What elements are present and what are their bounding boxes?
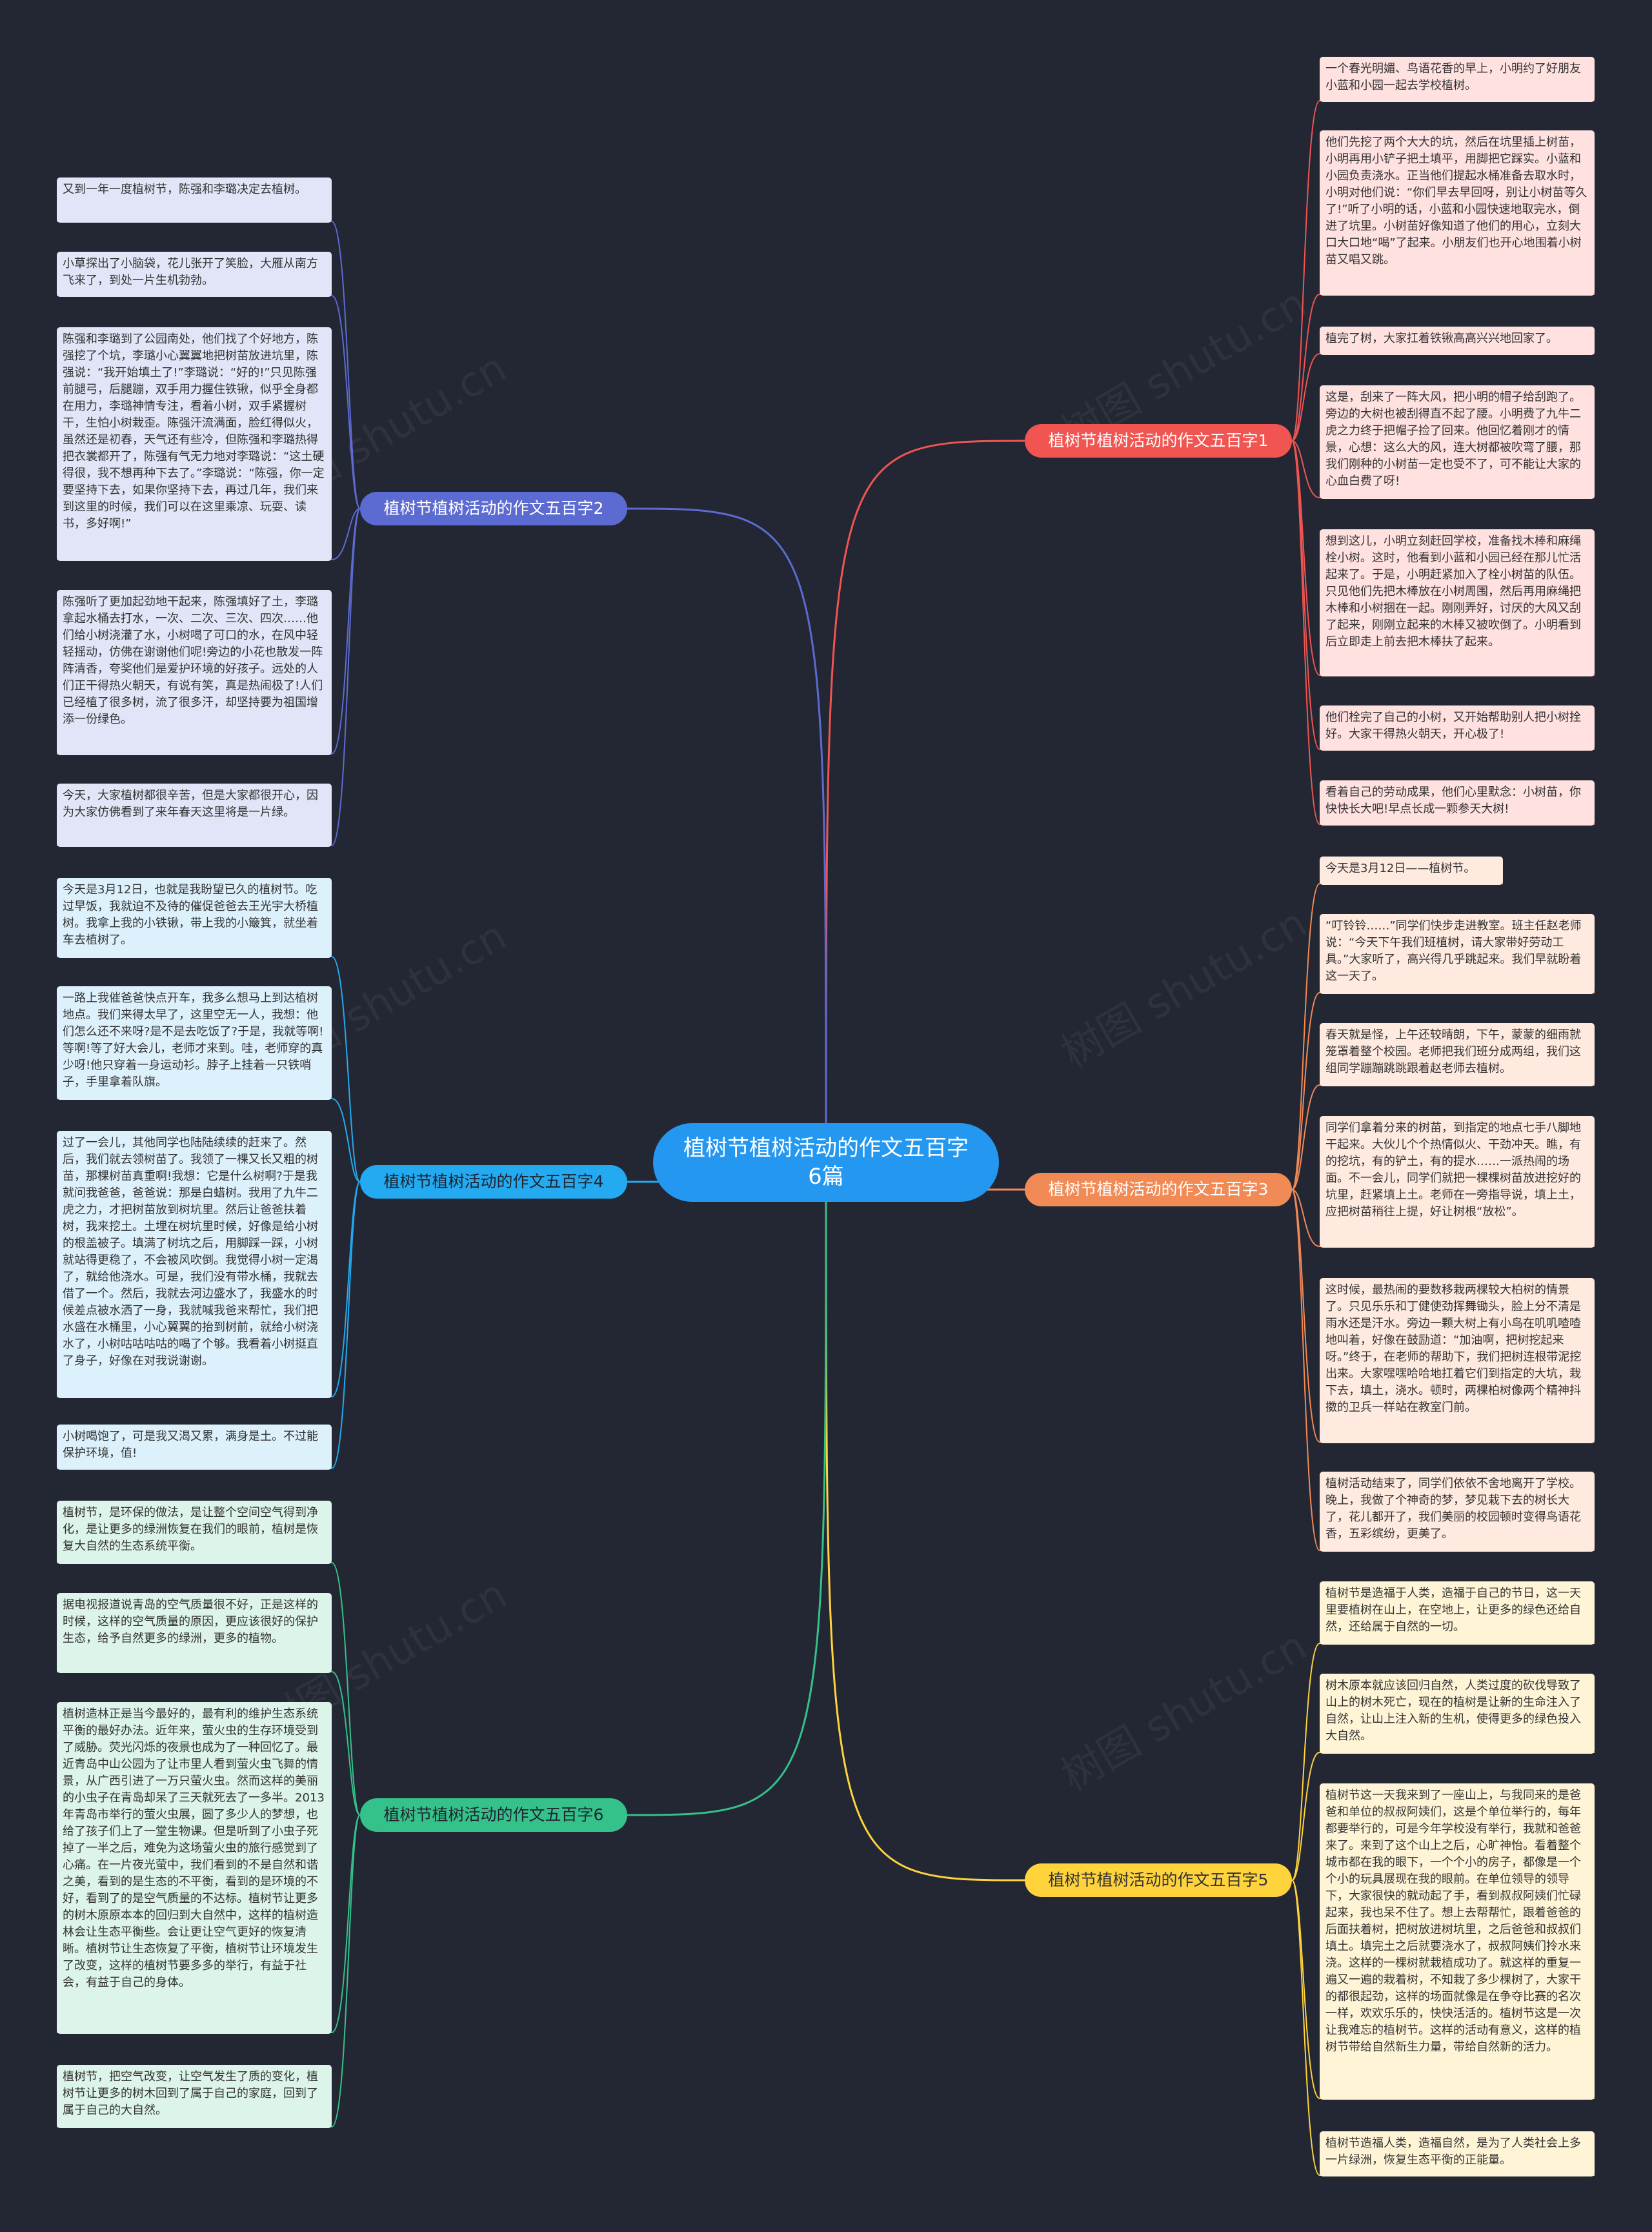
leaf-note: 一个春光明媚、鸟语花香的早上，小明约了好朋友小蓝和小园一起去学校植树。 [1320, 57, 1595, 102]
leaf-note: 他们先挖了两个大大的坑，然后在坑里插上树苗，小明再用小铲子把土填平，用脚把它踩实… [1320, 130, 1595, 296]
leaf-note: 陈强和李璐到了公园南处，他们找了个好地方，陈强挖了个坑，李璐小心翼翼地把树苗放进… [57, 327, 332, 561]
leaf-note: 植树节造福人类，造福自然，是为了人类社会上多一片绿洲，恢复生态平衡的正能量。 [1320, 2131, 1595, 2176]
connector-curve [57, 295, 361, 509]
connector-curve [1291, 1752, 1595, 1881]
connector-curve [57, 1814, 361, 2033]
connector-curve [1291, 440, 1595, 498]
connector-curve [1291, 353, 1595, 441]
branch-essay-4[interactable]: 植树节植树活动的作文五百字4 [360, 1165, 627, 1199]
connector-curve [1291, 100, 1595, 441]
leaf-note: 据电视报道说青岛的空气质量很不好，正是这样的时候，这样的空气质量的原因，更应该很… [57, 1593, 332, 1673]
connector-curve [1291, 294, 1595, 441]
leaf-note: 今天是3月12日，也就是我盼望已久的植树节。吃过早饭，我就迫不及待的催促爸爸去王… [57, 878, 332, 958]
branch-essay-2[interactable]: 植树节植树活动的作文五百字2 [360, 492, 627, 525]
leaf-note: 这时候，最热闹的要数移栽两棵较大柏树的情景了。只见乐乐和丁健使劲挥舞锄头，脸上分… [1320, 1278, 1595, 1443]
leaf-note: 一路上我催爸爸快点开车，我多么想马上到达植树地点。我们来得太早了，这里空无一人，… [57, 986, 332, 1100]
leaf-note: 小树喝饱了，可是我又渴又累，满身是土。不过能保护环境，值! [57, 1425, 332, 1470]
connector-curve [1291, 1189, 1595, 1247]
connector-curve [627, 1162, 827, 1816]
branch-essay-1[interactable]: 植树节植树活动的作文五百字1 [1025, 424, 1292, 458]
leaf-note: “叮铃铃……”同学们快步走进教室。班主任赵老师说：“今天下午我们班植树，请大家带… [1320, 914, 1595, 994]
leaf-note: 这是，刮来了一阵大风，把小明的帽子给刮跑了。旁边的大树也被刮得直不起了腰。小明费… [1320, 385, 1595, 499]
connector-curve [57, 221, 361, 509]
leaf-note: 今天是3月12日——植树节。 [1320, 857, 1503, 885]
leaf-note: 植树活动结束了，同学们依依不舍地离开了学校。晚上，我做了个神奇的梦，梦见栽下去的… [1320, 1472, 1595, 1552]
leaf-note: 植树节，是环保的做法，是让整个空间空气得到净化，是让更多的绿洲恢复在我们的眼前，… [57, 1501, 332, 1564]
leaf-note: 树木原本就应该回归自然，人类过度的砍伐导致了山上的树木死亡，现在的植树是让新的生… [1320, 1674, 1595, 1754]
leaf-note: 植树造林正是当今最好的，最有利的维护生态系统平衡的最好办法。近年来，萤火虫的生存… [57, 1702, 332, 2034]
connector-curve [1291, 1880, 1595, 2176]
leaf-note: 看着自己的劳动成果，他们心里默念：小树苗，你快快长大吧!早点长成一颗参天大树! [1320, 780, 1595, 826]
leaf-note: 又到一年一度植树节，陈强和李璐决定去植树。 [57, 178, 332, 223]
root-topic[interactable]: 植树节植树活动的作文五百字6篇 [653, 1123, 999, 1202]
branch-essay-3[interactable]: 植树节植树活动的作文五百字3 [1025, 1173, 1292, 1206]
branch-essay-5[interactable]: 植树节植树活动的作文五百字5 [1025, 1863, 1292, 1897]
connector-curve [1291, 883, 1503, 1190]
connector-curve [627, 507, 827, 1163]
connector-curve [57, 1181, 361, 1469]
connector-curve [57, 508, 361, 755]
connector-curve [57, 956, 361, 1182]
leaf-note: 植树节这一天我来到了一座山上，与我同来的是爸爸和单位的叔叔阿姨们，这是个单位举行… [1320, 1783, 1595, 2100]
connector-curve [1291, 440, 1595, 825]
leaf-note: 今天，大家植树都很辛苦，但是大家都很开心，因为大家仿佛看到了来年春天这里将是一片… [57, 784, 332, 847]
connector-curve [825, 440, 1025, 1163]
leaf-note: 植树节是造福于人类，造福于自己的节日，这一天里要植树在山上，在空地上，让更多的绿… [1320, 1581, 1595, 1645]
leaf-note: 春天就是怪，上午还较晴朗，下午，蒙蒙的细雨就笼罩着整个校园。老师把我们班分成两组… [1320, 1023, 1595, 1086]
connector-curve [57, 1671, 361, 1816]
connector-curve [825, 1162, 1025, 1882]
connector-curve [1291, 1643, 1595, 1881]
connector-curve [1291, 1084, 1595, 1190]
leaf-note: 植完了树，大家扛着铁锹高高兴兴地回家了。 [1320, 327, 1595, 355]
leaf-note: 想到这儿，小明立刻赶回学校，准备找木棒和麻绳栓小树。这时，他看到小蓝和小园已经在… [1320, 529, 1595, 676]
leaf-note: 小草探出了小脑袋，花儿张开了笑脸，大雁从南方飞来了，到处一片生机勃勃。 [57, 252, 332, 297]
branch-essay-6[interactable]: 植树节植树活动的作文五百字6 [360, 1798, 627, 1832]
connector-curve [57, 1098, 361, 1182]
connector-curve [1291, 1189, 1595, 1551]
connector-curve [57, 508, 361, 846]
connector-curve [1291, 1189, 1595, 1443]
leaf-note: 陈强听了更加起劲地干起来，陈强填好了土，李璐拿起水桶去打水，一次、二次、三次、四… [57, 590, 332, 755]
connector-curve [57, 1562, 361, 1816]
leaf-note: 过了一会儿，其他同学也陆陆续续的赶来了。然后，我们就去领树苗了。我领了一棵又长又… [57, 1131, 332, 1398]
connector-curve [57, 508, 361, 560]
leaf-note: 植树节，把空气改变，让空气发生了质的变化，植树节让更多的树木回到了属于自己的家庭… [57, 2065, 332, 2128]
connector-curve [1291, 992, 1595, 1190]
leaf-note: 同学们拿着分来的树苗，到指定的地点七手八脚地干起来。大伙儿个个热情似火、干劲冲天… [1320, 1116, 1595, 1248]
leaf-note: 他们栓完了自己的小树，又开始帮助别人把小树拴好。大家干得热火朝天，开心极了! [1320, 705, 1595, 751]
connector-curve [57, 1814, 361, 2127]
